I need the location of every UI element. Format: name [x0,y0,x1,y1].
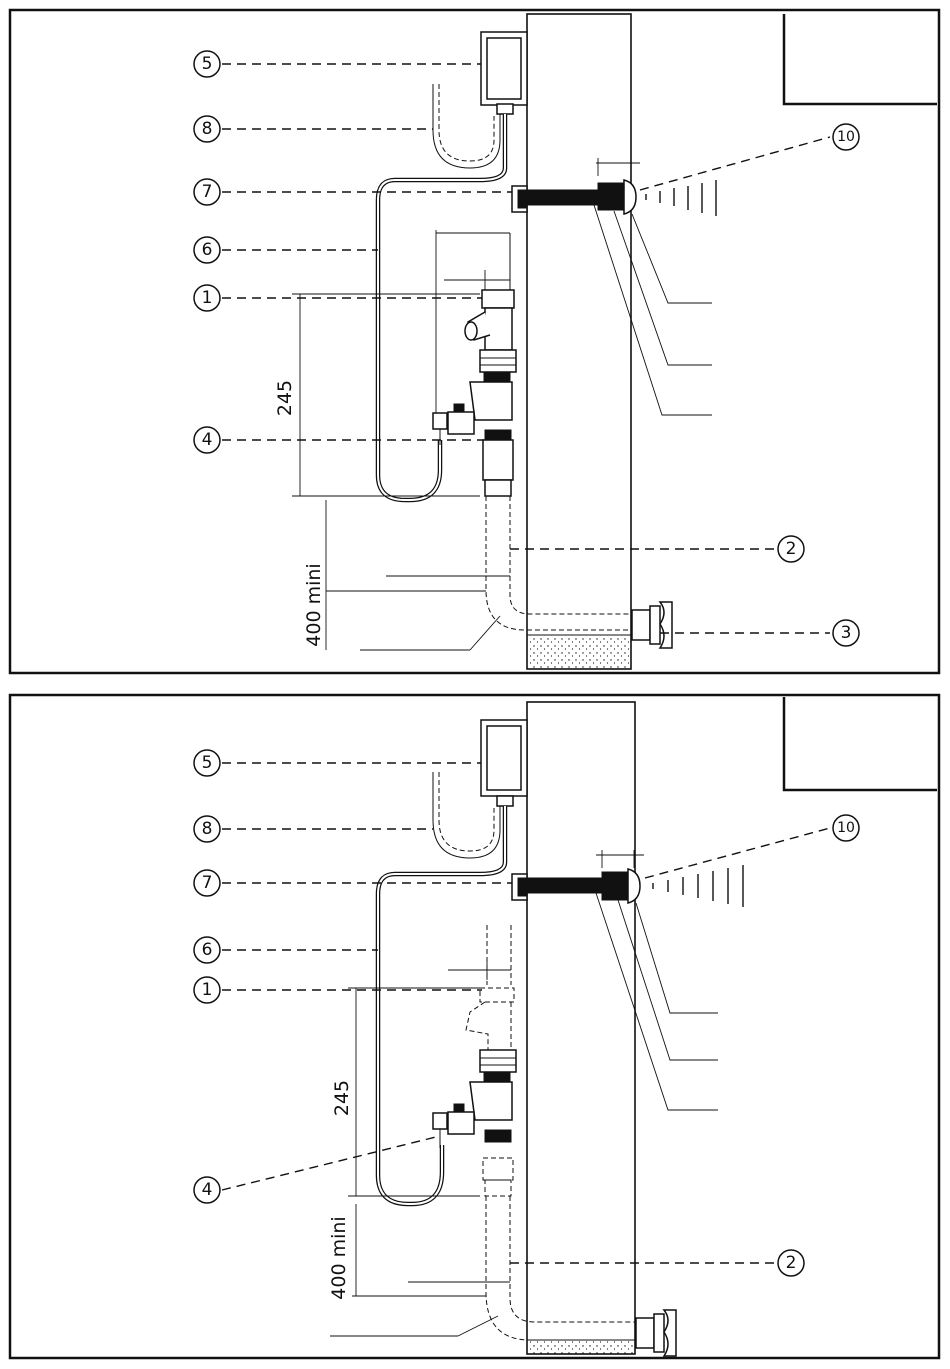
callout-10: 10 [833,815,859,841]
callout-7: 7 [194,179,220,205]
callout-5: 5 [194,51,220,77]
dimension-clearance: 400 mini [303,563,325,646]
svg-text:6: 6 [202,940,213,960]
panel-top: 245 400 mini 5 8 7 6 1 4 2 3 10 [10,10,939,673]
callout-6: 6 [194,237,220,263]
floor-hatch [527,635,631,669]
svg-text:2: 2 [786,1253,797,1273]
control-box [481,32,527,114]
svg-text:7: 7 [202,182,213,202]
floor-hatch [527,1340,635,1354]
wall [527,702,635,1354]
svg-text:2: 2 [786,539,797,559]
dimension-clearance: 400 mini [328,1216,350,1299]
svg-text:7: 7 [202,873,213,893]
dimension-height: 245 [331,1080,353,1116]
svg-text:3: 3 [841,623,852,643]
svg-text:1: 1 [202,288,213,308]
control-box [481,720,527,806]
svg-text:1: 1 [202,980,213,1000]
callout-7: 7 [194,870,220,896]
callout-3: 3 [833,620,859,646]
svg-text:4: 4 [202,1180,213,1200]
svg-text:8: 8 [202,119,213,139]
svg-text:4: 4 [202,430,213,450]
panel-frame [10,10,939,673]
dimension-height: 245 [274,380,296,416]
svg-text:6: 6 [202,240,213,260]
callout-6: 6 [194,937,220,963]
svg-text:5: 5 [202,54,213,74]
callout-1: 1 [194,285,220,311]
svg-text:5: 5 [202,753,213,773]
callout-1: 1 [194,977,220,1003]
callout-2: 2 [778,1250,804,1276]
panel-bottom: 245 400 mini 5 8 7 6 1 4 2 10 [10,695,939,1358]
callout-8: 8 [194,116,220,142]
svg-text:8: 8 [202,819,213,839]
callout-4: 4 [194,1177,220,1203]
callout-10: 10 [833,124,859,150]
callout-5: 5 [194,750,220,776]
svg-text:10: 10 [837,820,855,836]
wall [527,14,631,669]
callout-2: 2 [778,536,804,562]
callout-8: 8 [194,816,220,842]
callout-4: 4 [194,427,220,453]
svg-text:10: 10 [837,129,855,145]
